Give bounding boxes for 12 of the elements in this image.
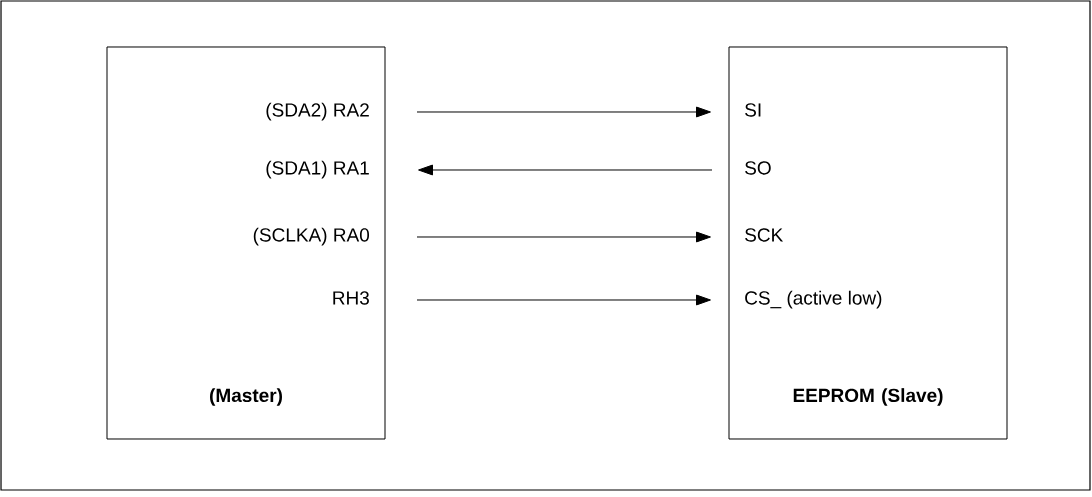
arrow [416, 106, 711, 118]
arrow [416, 294, 711, 306]
pin-label: SCK [745, 228, 784, 242]
pin-label: SI [745, 103, 761, 117]
pin-label: SO [745, 161, 771, 175]
arrow [416, 231, 711, 243]
pin-label: (SDA1) RA1 [266, 160, 369, 179]
pin-label: (SDA2) RA2 [266, 102, 369, 121]
arrow [418, 164, 713, 176]
pin-label: CS_ (active low) [745, 290, 882, 309]
pin-label: (SCLKA) RA0 [253, 227, 370, 246]
pin-label: RH3 [333, 291, 369, 305]
